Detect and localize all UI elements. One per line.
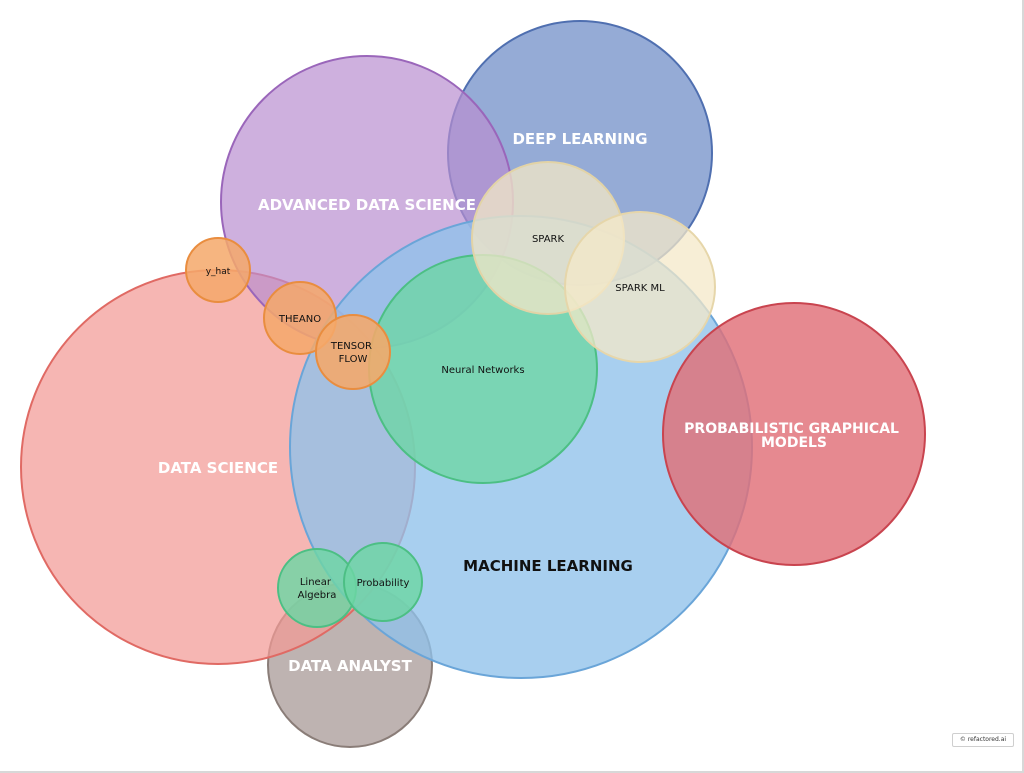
circle-tensor-flow: TENSOR FLOW: [315, 314, 391, 390]
tensor-flow-circle: [315, 314, 391, 390]
probabilistic-graphical-models-label-line-1: PROBABILISTIC GRAPHICAL: [684, 421, 899, 437]
y-hat-circle: [185, 237, 251, 303]
theano-label: THEANO: [278, 314, 321, 325]
tensor-flow-label-line-1: TENSOR: [330, 341, 372, 352]
circle-probabilistic-graphical-models: PROBABILISTIC GRAPHICAL MODELS: [662, 302, 926, 566]
circle-linear-algebra: Linear Algebra: [277, 548, 357, 628]
neural-networks-label: Neural Networks: [441, 365, 524, 376]
probability-label: Probability: [357, 578, 410, 589]
data-science-label: DATA SCIENCE: [158, 459, 278, 477]
circle-probability: Probability: [343, 542, 423, 622]
tensor-flow-label: TENSOR FLOW: [330, 341, 375, 365]
circle-y-hat: y_hat: [185, 237, 251, 303]
linear-algebra-label: Linear Algebra: [298, 577, 337, 601]
circle-theano: THEANO: [263, 281, 337, 355]
machine-learning-label: MACHINE LEARNING: [463, 557, 633, 575]
tensor-flow-label-line-2: FLOW: [339, 354, 368, 365]
probability-circle: [343, 542, 423, 622]
data-analyst-label: DATA ANALYST: [288, 657, 412, 675]
linear-algebra-label-line-1: Linear: [300, 577, 332, 588]
spark-label: SPARK: [532, 234, 565, 245]
circle-spark-ml: SPARK ML: [564, 211, 716, 363]
y-hat-label: y_hat: [206, 267, 231, 277]
probabilistic-graphical-models-label: PROBABILISTIC GRAPHICAL MODELS: [684, 421, 904, 451]
linear-algebra-label-line-2: Algebra: [298, 590, 337, 601]
theano-circle: [263, 281, 337, 355]
spark-ml-label: SPARK ML: [615, 283, 665, 294]
probabilistic-graphical-models-circle: [662, 302, 926, 566]
advanced-data-science-label: ADVANCED DATA SCIENCE: [258, 196, 476, 214]
probabilistic-graphical-models-label-line-2: MODELS: [761, 435, 827, 451]
watermark: © refactored.ai: [952, 733, 1014, 747]
deep-learning-label: DEEP LEARNING: [512, 130, 647, 148]
spark-ml-circle: [564, 211, 716, 363]
